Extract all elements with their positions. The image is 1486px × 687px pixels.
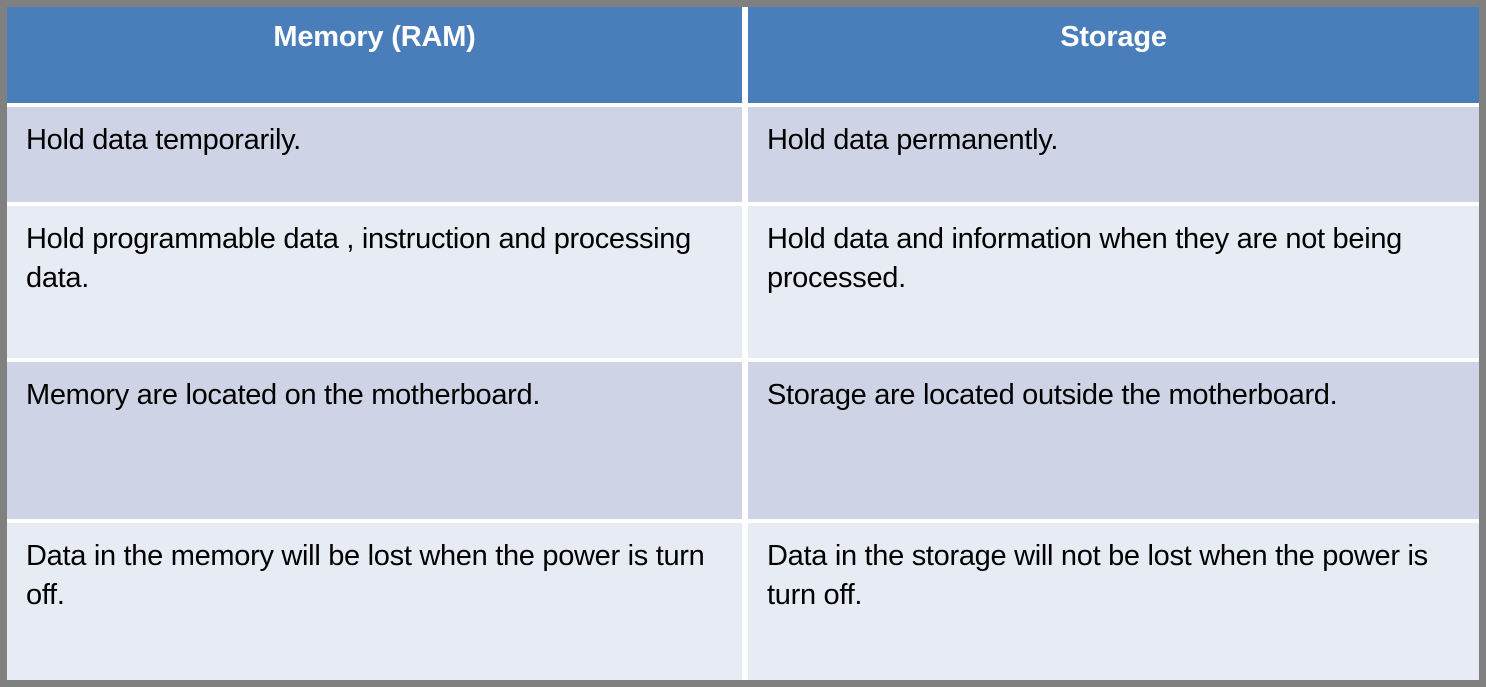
cell-storage-row-3: Storage are located outside the motherbo…: [748, 362, 1479, 520]
table-row: Hold data temporarily. Hold data permane…: [7, 107, 1479, 203]
header-separator: [7, 103, 1479, 107]
row-separator: [7, 202, 1479, 207]
cell-memory-row-4: Data in the memory will be lost when the…: [7, 523, 742, 680]
column-header-memory: Memory (RAM): [7, 7, 742, 103]
table-row: Hold programmable data , instruction and…: [7, 206, 1479, 359]
cell-memory-row-1: Hold data temporarily.: [7, 107, 742, 203]
cell-storage-row-4: Data in the storage will not be lost whe…: [748, 523, 1479, 680]
cell-storage-row-2: Hold data and information when they are …: [748, 206, 1479, 359]
table-row: Memory are located on the motherboard. S…: [7, 362, 1479, 520]
column-header-storage: Storage: [748, 7, 1479, 103]
table-header-row: Memory (RAM) Storage: [7, 7, 1479, 103]
cell-storage-row-1: Hold data permanently.: [748, 107, 1479, 203]
row-separator: [7, 519, 1479, 524]
row-separator: [7, 358, 1479, 363]
table-row: Data in the memory will be lost when the…: [7, 523, 1479, 680]
cell-memory-row-2: Hold programmable data , instruction and…: [7, 206, 742, 359]
cell-memory-row-3: Memory are located on the motherboard.: [7, 362, 742, 520]
